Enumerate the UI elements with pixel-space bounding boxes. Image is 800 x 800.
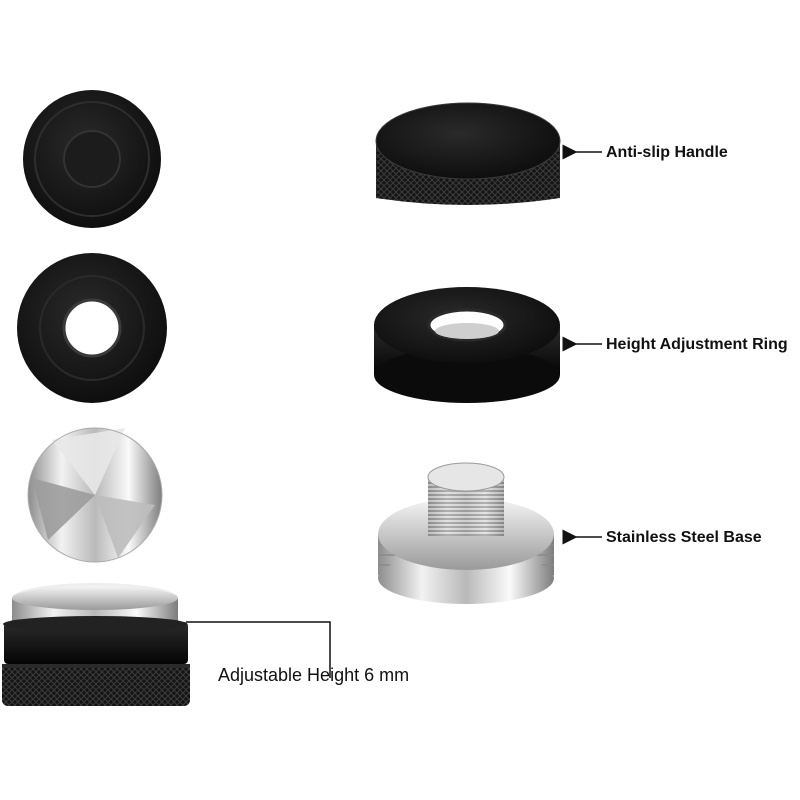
steel-base-face <box>27 427 163 563</box>
anti-slip-handle-label: Anti-slip Handle <box>606 144 728 161</box>
anti-slip-handle <box>375 102 561 205</box>
height-adjustment-ring-label: Height Adjustment Ring <box>606 336 788 353</box>
handle-top-view <box>23 90 161 228</box>
height-leader-line <box>186 621 331 678</box>
stainless-steel-base <box>378 462 554 604</box>
height-adjustment-ring <box>374 287 560 403</box>
ring-top-view <box>17 253 167 403</box>
stainless-steel-base-label: Stainless Steel Base <box>606 529 762 546</box>
assembled-tamper <box>2 583 190 706</box>
adjustable-height-label: Adjustable Height 6 mm <box>218 665 410 685</box>
